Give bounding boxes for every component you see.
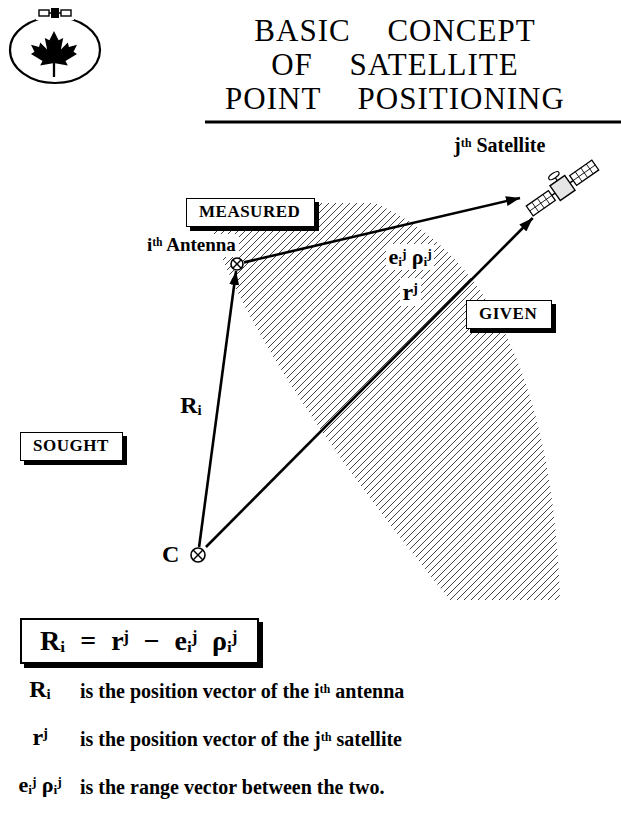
logo: [10, 8, 100, 83]
box-label: SOUGHT: [33, 436, 110, 456]
formula-box: Rᵢ = rʲ − eᵢʲ ρᵢʲ: [20, 618, 259, 664]
definition-text: is the position vector of the iᵗʰ antenn…: [80, 679, 404, 703]
label-anchor: is the position vector of the iᵗʰ antenn…: [80, 679, 404, 703]
logo-satellite-arm: [59, 12, 61, 13]
label-anchor: jᵗʰ Satellite: [454, 133, 545, 157]
definition-text: is the position vector of the jᵗʰ satell…: [80, 727, 402, 751]
antenna-label: iᵗʰ Antenna: [144, 234, 239, 257]
edge-label-anchor: Rᵢ: [180, 391, 202, 420]
satellite-dish: [547, 170, 560, 181]
earth-crust-band: [205, 203, 560, 600]
tag-box: MEASURED: [186, 198, 315, 227]
formula-text: Rᵢ = rʲ − eᵢʲ ρᵢʲ: [40, 624, 239, 658]
logo-gap: [36, 8, 74, 20]
cross-symbol: [230, 257, 244, 271]
point-circle: [191, 548, 205, 562]
logo-ellipse: [10, 17, 100, 83]
symbol-label: rʲ: [33, 723, 48, 752]
maple-leaf: [31, 31, 77, 77]
logo-satellite-panel: [39, 10, 49, 16]
title-rule: [205, 121, 621, 124]
solar-panel: [570, 160, 599, 185]
definition-text: is the range vector between the two.: [80, 775, 385, 799]
label-anchor: is the range vector between the two.: [80, 775, 385, 799]
vector-label: eᵢʲ ρᵢʲ: [386, 244, 435, 270]
label-anchor: Rᵢ: [29, 675, 51, 704]
symbol-label: Rᵢ: [29, 675, 51, 704]
satellite-node: jᵗʰ Satellite: [520, 158, 605, 218]
logo-satellite-arm: [49, 12, 51, 13]
panel-grid: [573, 165, 595, 180]
satellite-figure: [520, 151, 601, 219]
panel-grid: [530, 195, 552, 210]
label-anchor: C: [162, 540, 179, 569]
point-cross: [233, 260, 241, 268]
vector-label: Rᵢ: [180, 391, 202, 420]
solar-panel: [526, 191, 555, 216]
point-cross: [193, 550, 203, 560]
cross-symbol: [190, 547, 206, 563]
edge-label-anchor: eᵢʲ ρᵢʲ: [386, 244, 435, 270]
label-anchor: iᵗʰ Antenna: [144, 234, 239, 257]
label-anchor: eᵢʲ ρᵢʲ: [19, 772, 62, 798]
point-cross: [193, 550, 203, 560]
vector-arrow: [206, 218, 533, 547]
point-cross: [233, 260, 241, 268]
tag-box: GIVEN: [466, 300, 552, 329]
origin-node: C: [190, 547, 206, 563]
box-label: GIVEN: [479, 304, 539, 324]
satellite-label: jᵗʰ Satellite: [454, 133, 545, 157]
edge-label-anchor: rʲ: [400, 278, 421, 307]
diagram-title: BASIC CONCEPT OF SATELLITE POINT POSITIO…: [218, 14, 572, 116]
logo-satellite-panel: [61, 10, 71, 16]
origin-label: C: [162, 540, 179, 569]
vector-arrow: [199, 271, 236, 547]
logo-satellite-body: [51, 8, 59, 18]
antenna-node: iᵗʰ Antenna: [230, 257, 244, 271]
tag-box: SOUGHT: [20, 432, 123, 461]
point-circle: [231, 258, 243, 270]
symbol-label: eᵢʲ ρᵢʲ: [19, 772, 62, 798]
label-anchor: rʲ: [33, 723, 48, 752]
box-label: MEASURED: [199, 202, 302, 222]
title-block: BASIC CONCEPT OF SATELLITE POINT POSITIO…: [218, 14, 572, 116]
vector-label: rʲ: [400, 278, 421, 307]
satellite-symbol: [520, 158, 605, 218]
label-anchor: is the position vector of the jᵗʰ satell…: [80, 727, 402, 751]
